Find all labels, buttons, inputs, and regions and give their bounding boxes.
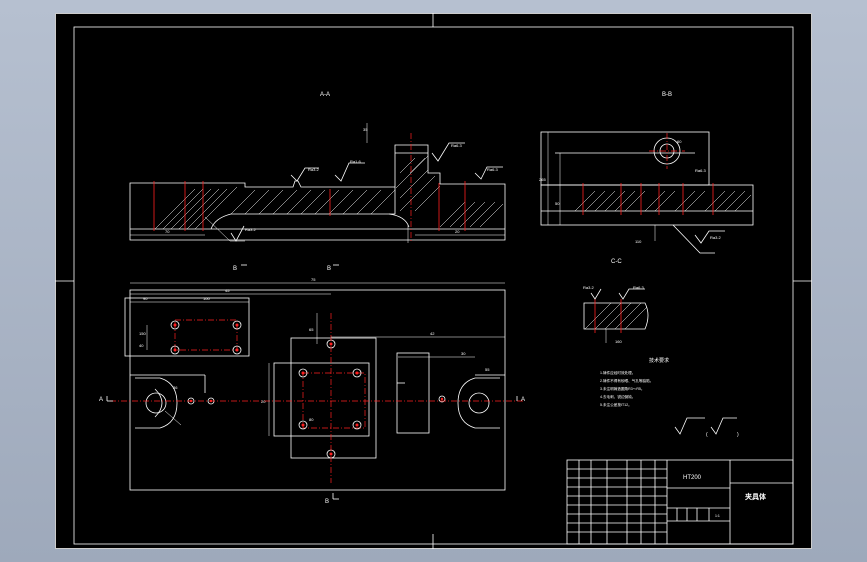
- dim-d4: 265: [539, 177, 546, 182]
- dim-d8: 160: [615, 339, 622, 344]
- dim-d14: 40: [139, 343, 144, 348]
- tech-note-1: 1.铸件应经时效处理。: [600, 370, 635, 375]
- dim-d20: 80: [309, 417, 314, 422]
- roughness-2: Ra6.3: [451, 143, 462, 148]
- roughness-7: Ra6.3: [695, 168, 706, 173]
- dim-d6: 60: [677, 139, 682, 144]
- roughness-8: Ra3.2: [583, 285, 594, 290]
- tech-note-4: 4.去毛刺，锐边倒钝。: [600, 394, 635, 399]
- tech-title: 技术要求: [649, 357, 669, 364]
- tech-note-5: 5.未注公差按IT12。: [600, 402, 632, 407]
- title-block: HT200 夹具体 1:1: [566, 459, 794, 545]
- svg-text:(: (: [706, 432, 708, 438]
- dim-d7: 110: [635, 239, 642, 244]
- roughness-symbol-other: [710, 417, 737, 435]
- dim-d2: 20: [455, 229, 460, 234]
- dim-d17: 55: [485, 367, 490, 372]
- technical-requirements: 技术要求 1.铸件应经时效处理。 2.铸件不得有砂眼、气孔等缺陷。 3.未注明铸…: [600, 357, 739, 438]
- cut-label-b-top: B: [233, 266, 237, 272]
- inner-frame: [73, 26, 794, 545]
- roughness-6: Ra3.2: [710, 235, 721, 240]
- dim-d5: 50: [555, 201, 560, 206]
- outer-frame: [55, 13, 812, 549]
- dim-d10: 45: [225, 288, 230, 293]
- label-front-section: A-A: [320, 92, 330, 98]
- part-name: 夹具体: [745, 492, 767, 501]
- tech-note-2: 2.铸件不得有砂眼、气孔等缺陷。: [600, 378, 653, 383]
- roughness-3: Ra1.6: [350, 159, 361, 164]
- roughness-1: Ra3.2: [245, 227, 256, 232]
- roughness-symbol-main: [674, 417, 705, 435]
- tech-note-3: 3.未注明铸造圆角R3～R5。: [600, 386, 645, 391]
- roughness-5: Ra6.3: [487, 167, 498, 172]
- dim-d18: 20: [261, 399, 266, 404]
- cut-label-a-right: A: [521, 397, 525, 403]
- label-small-section: C-C: [611, 259, 622, 265]
- roughness-4: Ra3.2: [308, 167, 319, 172]
- scale-value: 1:1: [715, 514, 720, 518]
- dim-d9: 75: [311, 277, 316, 282]
- cut-label-b-bottom: B: [325, 499, 329, 505]
- label-side-section: B-B: [662, 92, 672, 98]
- dim-d19: 65: [309, 327, 314, 332]
- dim-d15: 42: [430, 331, 435, 336]
- dim-d11: 90: [143, 296, 148, 301]
- dim-d16: 30: [461, 351, 466, 356]
- drawing-canvas: A-A: [55, 13, 812, 549]
- small-section-view: C-C Ra3.2 Ra6.3 160: [583, 259, 649, 344]
- dim-d21: 36: [173, 385, 178, 390]
- dim-d3: 35: [363, 127, 368, 132]
- dim-d1: 70: [165, 229, 170, 234]
- cut-label-b-top-2: B: [327, 266, 331, 272]
- front-section-view: A-A: [129, 92, 506, 272]
- drawing-sheet: A-A: [55, 13, 812, 549]
- dim-d13: 150: [139, 331, 146, 336]
- svg-text:): ): [737, 432, 739, 438]
- cut-label-a-left: A: [99, 397, 103, 403]
- side-section-view: B-B 265: [539, 92, 754, 254]
- centering-marks: [55, 13, 812, 549]
- plan-view: 75 45 90 100 150 40 42 30 55 20 65 80 36…: [99, 277, 525, 505]
- roughness-9: Ra6.3: [633, 285, 644, 290]
- material-label: HT200: [683, 475, 702, 481]
- dim-d12: 100: [203, 296, 210, 301]
